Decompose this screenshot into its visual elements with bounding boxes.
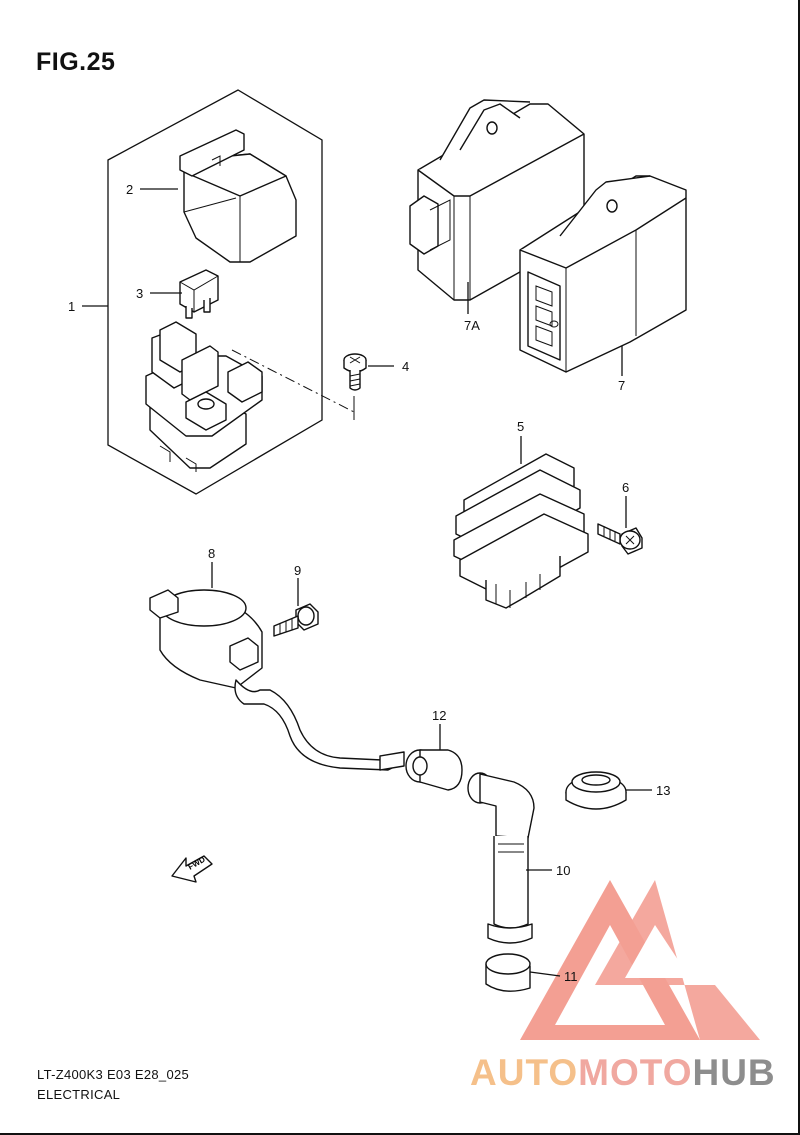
- callout-9: 9: [294, 563, 301, 578]
- watermark-hub: HUB: [692, 1052, 776, 1093]
- assembly-group-frame: [107, 89, 323, 495]
- screw: [343, 353, 367, 391]
- plug-cap-cover: [485, 953, 531, 992]
- callout-numbers: 1 2 3 4 7A 7 5 6 8 9 12 13 10 11: [68, 182, 670, 984]
- cdi-unit-7: [519, 175, 687, 373]
- callout-11: 11: [564, 969, 578, 984]
- callout-12: 12: [432, 708, 446, 723]
- mounting-bolt: [597, 523, 643, 555]
- watermark-moto: MOTO: [578, 1052, 693, 1093]
- callout-7: 7: [618, 378, 625, 393]
- watermark-auto: AUTO: [470, 1052, 579, 1093]
- callout-7a: 7A: [464, 318, 480, 333]
- callout-6: 6: [622, 480, 629, 495]
- leader-lines: [82, 188, 652, 977]
- watermark-wordmark: AUTOMOTOHUB: [470, 1052, 776, 1094]
- grommet: [565, 771, 627, 810]
- starter-relay: [145, 321, 263, 472]
- callout-1: 1: [68, 299, 75, 314]
- callout-4: 4: [402, 359, 409, 374]
- screw-guide-line: [231, 349, 355, 413]
- callout-2: 2: [126, 182, 133, 197]
- figure-title: FIG.25: [36, 48, 116, 76]
- callout-5: 5: [517, 419, 524, 434]
- fuse: [179, 269, 219, 319]
- coil-bolt: [273, 603, 319, 637]
- callout-3: 3: [136, 286, 143, 301]
- callout-10: 10: [556, 863, 570, 878]
- watermark-logo: [520, 880, 760, 1040]
- diagram-description: ELECTRICAL: [37, 1087, 121, 1102]
- forward-direction-arrow: FWD: [171, 855, 213, 883]
- plug-cap-seal: [405, 749, 463, 791]
- fuse-cover: [179, 129, 297, 263]
- callout-13: 13: [656, 783, 670, 798]
- ignition-coil: [149, 589, 405, 771]
- callout-8: 8: [208, 546, 215, 561]
- spark-plug-cap: [467, 772, 535, 944]
- diagram-code: LT-Z400K3 E03 E28_025: [37, 1067, 190, 1082]
- regulator-rectifier: [453, 453, 589, 609]
